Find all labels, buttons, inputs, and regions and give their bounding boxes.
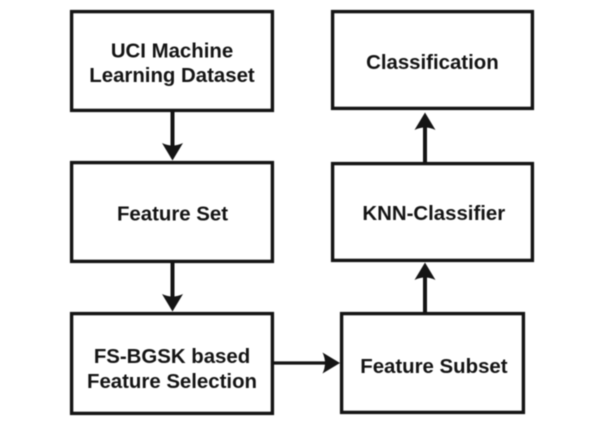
svg-text:UCI Machine: UCI Machine bbox=[111, 41, 233, 63]
svg-text:Feature Selection: Feature Selection bbox=[87, 371, 257, 393]
svg-text:KNN-Classifier: KNN-Classifier bbox=[362, 203, 505, 225]
svg-text:Feature Subset: Feature Subset bbox=[360, 356, 508, 378]
svg-text:FS-BGSK based: FS-BGSK based bbox=[94, 346, 250, 368]
svg-text:Learning Dataset: Learning Dataset bbox=[89, 65, 255, 87]
svg-text:Classification: Classification bbox=[366, 52, 499, 74]
svg-text:Feature Set: Feature Set bbox=[117, 204, 228, 226]
